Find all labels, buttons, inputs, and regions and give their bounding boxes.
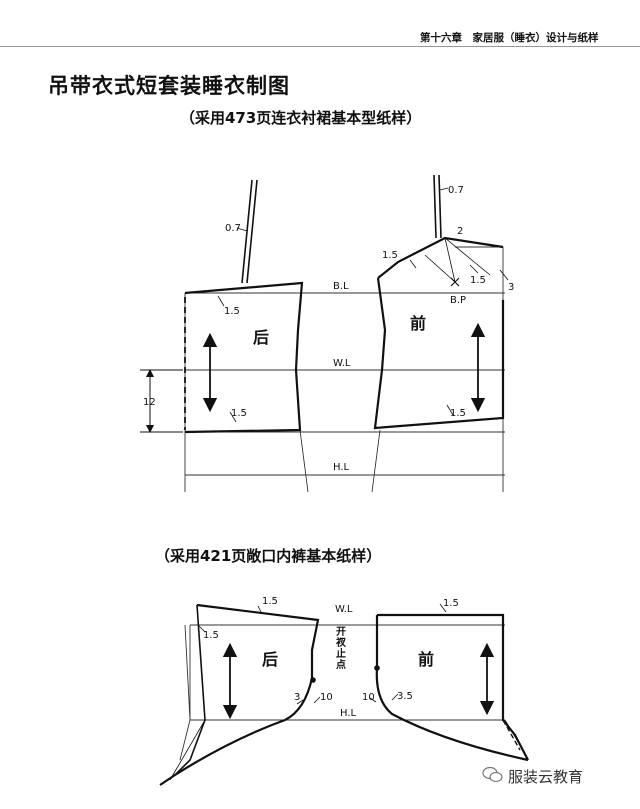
back-outer-guide [179,624,191,761]
page-title: 吊带衣式短套装睡衣制图 [48,74,290,98]
front-strap-width: 0.7 [448,185,464,196]
header-rule [0,46,640,47]
back-shorts-label: 后 [262,650,278,669]
back-top-drop: 1.5 [224,306,240,317]
back-shorts-piece [159,603,321,786]
back-crotch-3: 3 [294,692,300,703]
front-shorts-piece [369,603,529,762]
bottom-pattern-source: （采用421页敞口内裤基本纸样） [155,547,382,565]
shorts-guide-lines [179,615,521,761]
hem-extension-dimension [140,369,183,433]
shorts-waist-label: W.L [335,604,353,615]
hip-line-label: H.L [333,462,350,473]
front-crotch-3-5: 3.5 [397,691,413,702]
waist-line-label: W.L [333,358,351,369]
back-crotch-10: 10 [320,692,333,703]
wechat-icon [482,766,503,783]
back-side-drop: 1.5 [203,630,219,641]
front-hem-drop: 1.5 [450,408,466,419]
back-waist-rise: 1.5 [262,596,278,607]
front-bodice-piece [373,174,509,430]
front-crotch-10: 10 [362,692,375,703]
front-waist-drop: 1.5 [443,598,459,609]
front-piece-label: 前 [410,314,426,333]
back-hem-drop: 1.5 [231,408,247,419]
top-pattern-source: （采用473页连衣衬裙基本型纸样） [180,109,422,127]
front-shorts-label: 前 [418,650,434,669]
front-side-drop: 1.5 [382,250,398,261]
front-side-extension [371,429,381,493]
shorts-hip-label: H.L [340,708,357,719]
back-piece-label: 后 [253,328,269,347]
back-strap-width: 0.7 [225,223,241,234]
top-labels: B.L W.L H.L B.P 后 前 0.7 0.7 1.5 1.5 1.5 … [143,185,514,473]
front-armhole-drop: 1.5 [470,275,486,286]
slit-stop-label: 开衩止点 [336,627,346,671]
shorts-labels: W.L H.L 后 前 1.5 1.5 1.5 3 10 10 3.5 [203,596,459,719]
bust-point-label: B.P [450,295,466,306]
front-slit-point [374,665,380,671]
chapter-header: 第十六章 家居服（睡衣）设计与纸样 [420,32,599,44]
front-neck-drop: 3 [508,282,514,293]
hem-extension-value: 12 [143,397,156,408]
bust-line-label: B.L [333,281,349,292]
watermark: 服装云教育 [508,768,584,786]
back-bodice-piece [184,179,304,434]
back-side-extension [299,429,309,493]
front-neck-offset: 2 [457,226,463,237]
back-slit-point [310,677,316,683]
